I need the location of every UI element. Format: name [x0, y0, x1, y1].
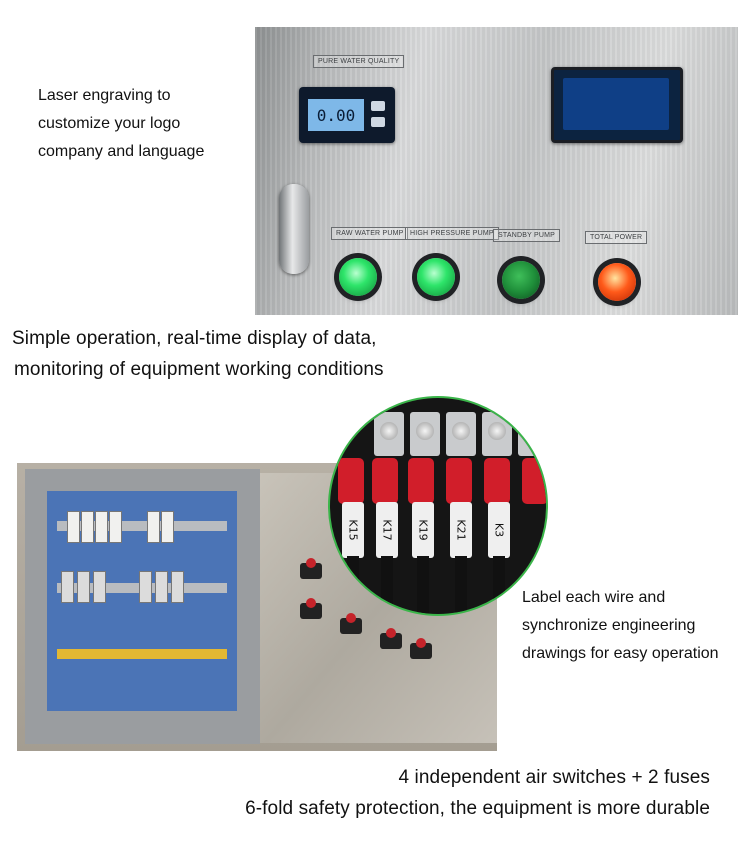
operation-caption: Simple operation, real-time display of d… [12, 323, 384, 385]
meter-reading: 0.00 [308, 99, 364, 131]
caption-line: customize your logo [38, 115, 181, 132]
ro-controller [551, 67, 683, 143]
caption-line: drawings for easy operation [522, 645, 719, 662]
meter-button [371, 117, 385, 127]
control-panel-photo: PURE WATER QUALITY 0.00 RAW WATER PUMP H… [255, 27, 738, 315]
lamp-label-total-power: TOTAL POWER [585, 231, 648, 244]
caption-line: 4 independent air switches + 2 fuses [398, 767, 710, 788]
caption-line: 6-fold safety protection, the equipment … [245, 798, 710, 819]
caption-line: Simple operation, real-time display of d… [12, 328, 377, 349]
quality-engraving: PURE WATER QUALITY [313, 55, 405, 68]
engraving-caption: Laser engraving to customize your logo c… [38, 82, 204, 166]
wire-marker: K3 [488, 502, 510, 558]
wire-marker: K19 [412, 502, 434, 558]
caption-line: Laser engraving to [38, 87, 171, 104]
caption-line: company and language [38, 143, 205, 160]
lamp-label-raw-water: RAW WATER PUMP [331, 227, 409, 240]
door-handle [279, 184, 309, 274]
total-power-lamp [598, 263, 636, 301]
caption-line: synchronize engineering [522, 617, 696, 634]
wire-marker: K15 [342, 502, 364, 558]
conductivity-meter: 0.00 [299, 87, 395, 143]
mounting-plate [47, 491, 237, 711]
raw-water-pump-lamp [339, 258, 377, 296]
wire-marker: K17 [376, 502, 398, 558]
high-pressure-pump-lamp [417, 258, 455, 296]
caption-line: monitoring of equipment working conditio… [14, 359, 384, 380]
safety-caption: 4 independent air switches + 2 fuses 6-f… [245, 762, 710, 824]
caption-line: Label each wire and [522, 589, 666, 606]
standby-pump-lamp [502, 261, 540, 299]
wire-marker: K21 [450, 502, 472, 558]
lamp-label-standby: STANDBY PUMP [493, 229, 560, 242]
lamp-label-high-pressure: HIGH PRESSURE PUMP [405, 227, 499, 240]
wire-caption: Label each wire and synchronize engineer… [522, 584, 719, 668]
meter-button [371, 101, 385, 111]
wire-label-zoom: K15 K17 K19 K21 K3 [328, 396, 548, 616]
